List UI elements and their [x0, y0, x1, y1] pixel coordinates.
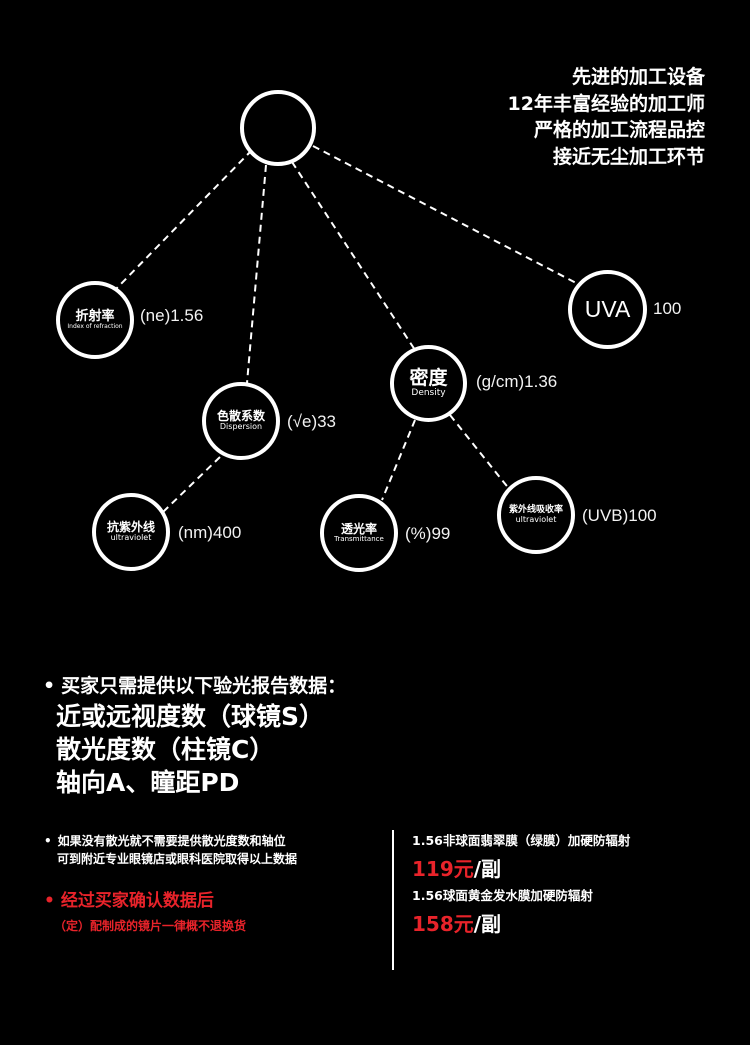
uva-value: 100 — [653, 299, 682, 318]
refraction-value: (ne)1.56 — [140, 306, 204, 325]
requirement-item: 近或远视度数（球镜S） — [56, 702, 325, 731]
uvb-value: (UVB)100 — [582, 506, 657, 525]
node-refraction-en: Index of refraction — [67, 322, 123, 330]
node-transmittance-cn: 透光率 — [340, 521, 377, 536]
vertical-divider — [392, 830, 394, 970]
requirements-title-text: 买家只需提供以下验光报告数据： — [61, 675, 347, 697]
bullet-dot: • — [44, 834, 52, 848]
node-dispersion: 色散系数 Dispersion — [202, 382, 280, 460]
feature-item: 接近无尘加工环节 — [552, 145, 705, 168]
price-amount: 119元 — [412, 857, 474, 881]
price-item-name: 1.56球面黄金发水膜加硬防辐射 — [412, 888, 593, 903]
transmittance-value: (%)99 — [405, 524, 451, 543]
requirements-title: •买家只需提供以下验光报告数据： — [43, 671, 346, 698]
node-refraction-cn: 折射率 — [75, 308, 115, 324]
property-tree-connectors — [114, 145, 581, 513]
dispersion-value: (√e)33 — [287, 412, 337, 431]
note-line-1: 如果没有散光就不需要提供散光度数和轴位 — [57, 834, 286, 848]
price-item-name: 1.56非球面翡翠膜（绿膜）加硬防辐射 — [412, 833, 631, 848]
ultraviolet-value: (nm)400 — [178, 523, 242, 542]
node-uva-label: UVA — [584, 295, 631, 322]
connector-dispersion-ultraviolet — [162, 456, 221, 513]
feature-item: 先进的加工设备 — [571, 66, 705, 88]
bullet-dot: • — [43, 675, 56, 697]
node-refraction: 折射率 Index of refraction — [56, 281, 134, 359]
price-unit: /副 — [473, 912, 502, 936]
price-item-2: 1.56球面黄金发水膜加硬防辐射 158元/副 — [412, 885, 593, 937]
price-unit: /副 — [473, 857, 502, 881]
node-density-en: Density — [411, 388, 446, 398]
connector-root-density — [291, 161, 416, 351]
connector-root-refraction — [114, 149, 253, 291]
bullet-dot: • — [44, 891, 55, 911]
feature-item: 严格的加工流程品控 — [533, 119, 705, 141]
node-transmittance-en: Transmittance — [334, 534, 384, 543]
node-density: 密度 Density — [390, 345, 467, 422]
connector-root-dispersion — [246, 164, 267, 384]
feature-item: 12年丰富经验的加工师 — [507, 92, 705, 115]
node-uvb-cn: 紫外线吸收率 — [508, 504, 563, 515]
warning: •经过买家确认数据后 （定）配制成的镜片一律概不退换货 — [44, 886, 246, 934]
connector-root-uva — [312, 145, 581, 286]
connector-density-transmittance — [381, 419, 416, 501]
warning-line-2: （定）配制成的镜片一律概不退换货 — [54, 919, 247, 933]
price-item-1: 1.56非球面翡翠膜（绿膜）加硬防辐射 119元/副 — [412, 830, 630, 882]
node-ultraviolet-cn: 抗紫外线 — [106, 520, 155, 534]
warning-line-1: 经过买家确认数据后 — [60, 891, 214, 911]
node-uvb-en: ultraviolet — [515, 514, 557, 524]
node-ultraviolet: 抗紫外线 ultraviolet — [92, 493, 170, 571]
note-line-2: 可到附近专业眼镜店或眼科医院取得以上数据 — [57, 852, 298, 866]
node-ultraviolet-en: ultraviolet — [110, 533, 152, 543]
connector-density-uvb — [449, 414, 511, 491]
requirements-list: 近或远视度数（球镜S） 散光度数（柱镜C） 轴向A、瞳距PD — [56, 700, 324, 799]
root-node — [240, 90, 316, 166]
node-dispersion-en: Dispersion — [219, 422, 263, 432]
feature-list: 先进的加工设备 12年丰富经验的加工师 严格的加工流程品控 接近无尘加工环节 — [508, 64, 705, 170]
requirement-item: 散光度数（柱镜C） — [56, 735, 275, 764]
node-uvb: 紫外线吸收率 ultraviolet — [497, 476, 575, 554]
requirement-item: 轴向A、瞳距PD — [56, 768, 240, 797]
node-transmittance: 透光率 Transmittance — [320, 494, 398, 572]
node-density-cn: 密度 — [409, 367, 448, 390]
notes: • 如果没有散光就不需要提供散光度数和轴位 可到附近专业眼镜店或眼科医院取得以上数… — [44, 832, 297, 868]
density-value: (g/cm)1.36 — [476, 372, 558, 391]
price-amount: 158元 — [412, 912, 474, 936]
node-uva: UVA — [568, 270, 647, 349]
node-dispersion-cn: 色散系数 — [216, 409, 265, 423]
